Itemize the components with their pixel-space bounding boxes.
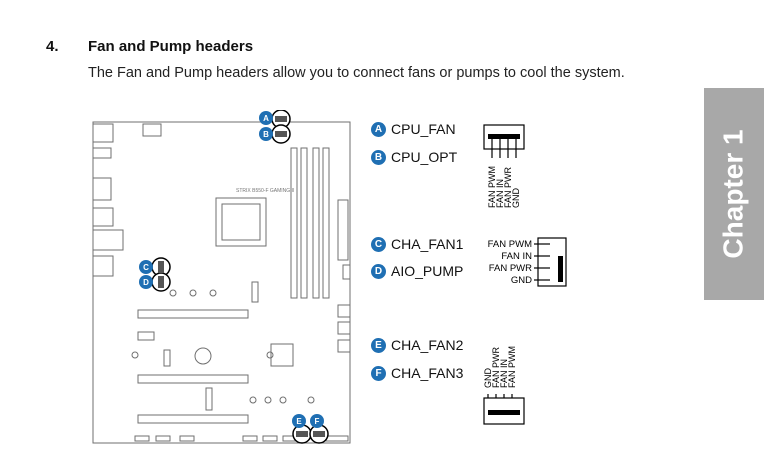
pin-label: FAN PWM xyxy=(507,346,517,388)
section-description: The Fan and Pump headers allow you to co… xyxy=(88,65,625,81)
badge-a: A xyxy=(371,121,386,137)
board-label: STRIX B550-F GAMING II xyxy=(236,188,294,194)
motherboard-diagram: STRIX B550-F GAMING II A B C D E F xyxy=(92,110,351,444)
pin-label: FAN IN xyxy=(495,179,505,208)
mount-hole xyxy=(249,396,257,404)
small-connector xyxy=(342,264,351,280)
bottom-header xyxy=(155,435,171,442)
pin-label: GND xyxy=(483,368,493,389)
pin-label: FAN IN xyxy=(499,359,509,388)
mount-hole xyxy=(307,396,315,404)
header-name: CPU_FAN xyxy=(391,121,456,137)
sata-block xyxy=(337,321,351,335)
diagram-badge-f: F xyxy=(310,414,324,428)
svg-text:A: A xyxy=(263,114,269,123)
dimm-slot xyxy=(290,147,298,299)
diagram-badge-c: C xyxy=(139,260,153,274)
diagram-badge-d: D xyxy=(139,275,153,289)
pinout-diagram-middle: FAN PWM FAN IN FAN PWR GND xyxy=(488,237,567,287)
mount-hole xyxy=(189,289,197,297)
svg-text:E: E xyxy=(296,417,302,426)
bottom-header xyxy=(242,435,258,442)
pin-label: FAN PWM xyxy=(487,166,497,208)
connector-key xyxy=(488,134,520,139)
bottom-header xyxy=(262,435,278,442)
header-row-aio-pump: D AIO_PUMP xyxy=(371,262,463,280)
connector-key xyxy=(558,256,563,282)
header-name: CHA_FAN2 xyxy=(391,337,464,353)
header-row-cpu-fan: A CPU_FAN xyxy=(371,120,456,138)
badge-d: D xyxy=(371,263,386,279)
io-block xyxy=(92,123,114,143)
connector-key xyxy=(488,410,520,415)
header-row-cha-fan2: E CHA_FAN2 xyxy=(371,336,463,354)
badge-f: F xyxy=(371,365,386,381)
badge-b: B xyxy=(371,149,386,165)
header-highlight xyxy=(151,110,329,444)
atx-power-connector xyxy=(337,199,349,261)
mount-hole xyxy=(264,396,272,404)
svg-text:D: D xyxy=(143,278,149,287)
pin-label: FAN PWR xyxy=(503,166,513,208)
pin-label: GND xyxy=(511,188,521,209)
pin-label: FAN PWR xyxy=(491,346,501,388)
io-block xyxy=(92,255,114,277)
header-name: AIO_PUMP xyxy=(391,263,464,279)
header-name: CPU_OPT xyxy=(391,149,458,165)
header-name: CHA_FAN1 xyxy=(391,236,464,252)
pinout-diagram-top: FAN PWM FAN IN FAN PWR GND xyxy=(483,124,525,209)
io-block xyxy=(92,229,124,251)
mount-hole xyxy=(279,396,287,404)
mount-hole xyxy=(131,351,139,359)
section-number: 4. xyxy=(46,38,59,55)
header-name: CHA_FAN3 xyxy=(391,365,464,381)
io-block xyxy=(92,207,114,227)
io-block xyxy=(92,147,112,159)
pcie-slot xyxy=(137,374,249,384)
pin-label: FAN IN xyxy=(501,251,532,262)
cpu-power-connector xyxy=(142,123,162,137)
svg-text:B: B xyxy=(263,130,269,139)
pinout-diagram-bottom: GND FAN PWR FAN IN FAN PWM xyxy=(483,346,525,425)
board-outline xyxy=(92,121,351,444)
mount-hole xyxy=(266,351,274,359)
svg-text:F: F xyxy=(315,417,320,426)
cpu-socket-inner xyxy=(221,203,261,241)
pin-label: FAN PWR xyxy=(489,263,532,274)
diagram-badge-a: A xyxy=(259,111,273,125)
header-row-cha-fan1: C CHA_FAN1 xyxy=(371,235,463,253)
pin-label: FAN PWM xyxy=(488,239,532,250)
pcie-slot xyxy=(137,414,249,424)
dimm-slot xyxy=(312,147,320,299)
mount-hole xyxy=(169,289,177,297)
diagram-badge-e: E xyxy=(292,414,306,428)
m2-slot xyxy=(251,281,259,303)
sata-block xyxy=(337,304,351,318)
pcie-slot xyxy=(137,331,155,341)
bottom-header xyxy=(134,435,150,442)
section-title: Fan and Pump headers xyxy=(88,38,254,55)
chapter-label: Chapter 1 xyxy=(718,129,749,259)
m2-slot xyxy=(205,387,213,411)
chipset xyxy=(270,343,294,367)
sata-block xyxy=(337,339,351,353)
svg-text:C: C xyxy=(143,263,149,272)
dimm-slot xyxy=(300,147,308,299)
m2-slot xyxy=(163,349,171,367)
badge-e: E xyxy=(371,337,386,353)
io-block xyxy=(92,177,112,201)
cpu-socket xyxy=(215,197,267,247)
header-row-cpu-opt: B CPU_OPT xyxy=(371,148,457,166)
battery xyxy=(194,347,212,365)
mount-hole xyxy=(209,289,217,297)
bottom-header xyxy=(325,435,349,442)
diagram-badge-b: B xyxy=(259,127,273,141)
bottom-header xyxy=(179,435,195,442)
chapter-tab: Chapter 1 xyxy=(704,88,764,300)
pin-label: GND xyxy=(511,275,532,286)
badge-c: C xyxy=(371,236,386,252)
dimm-slot xyxy=(322,147,330,299)
header-row-cha-fan3: F CHA_FAN3 xyxy=(371,364,463,382)
pcie-slot xyxy=(137,309,249,319)
